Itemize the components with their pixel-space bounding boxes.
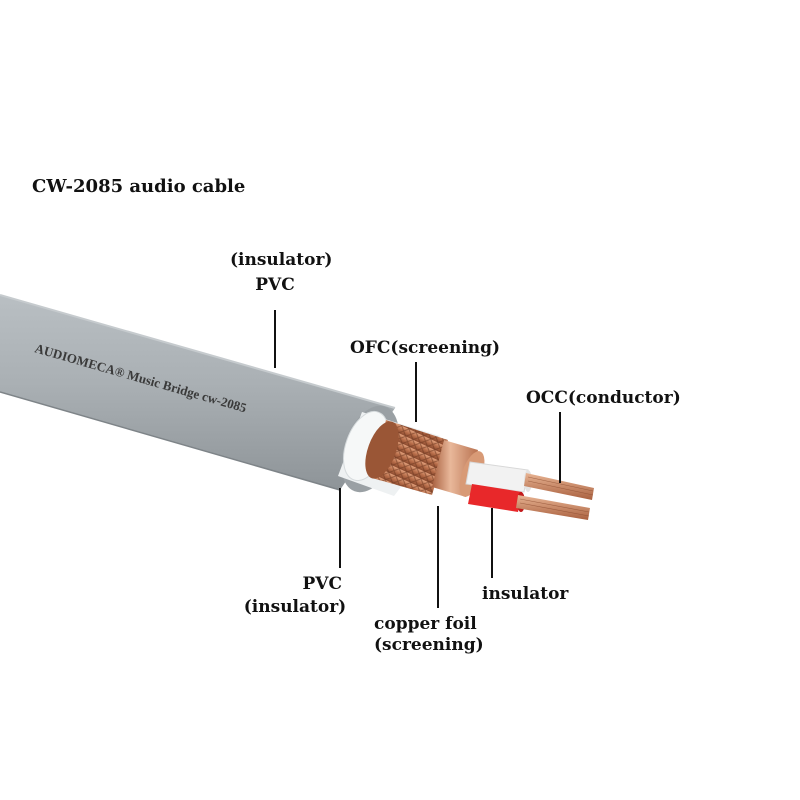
callout-foil-line2: (screening) bbox=[374, 635, 484, 655]
callout-inner-insulation: PVC (insulator) bbox=[240, 576, 350, 616]
page-title: CW-2085 audio cable bbox=[32, 176, 246, 197]
callout-outer-jacket: (insulator) PVC bbox=[230, 250, 333, 295]
occ-conductors bbox=[516, 473, 594, 520]
callout-inner-insulation-line2: (insulator) bbox=[243, 597, 347, 617]
callout-outer-jacket-line1: (insulator) bbox=[230, 250, 333, 270]
callout-foil-line1: copper foil bbox=[374, 614, 477, 634]
callout-core-insulator: insulator bbox=[482, 584, 569, 604]
callout-braid: OFC(screening) bbox=[350, 338, 501, 358]
callout-foil: copper foil (screening) bbox=[374, 616, 484, 654]
callout-outer-jacket-line2: PVC bbox=[255, 275, 295, 295]
leader-lines bbox=[274, 310, 561, 608]
ofc-braid-screen bbox=[365, 420, 448, 495]
callout-conductor: OCC(conductor) bbox=[526, 388, 681, 408]
callout-inner-insulation-line1: PVC bbox=[302, 574, 342, 594]
